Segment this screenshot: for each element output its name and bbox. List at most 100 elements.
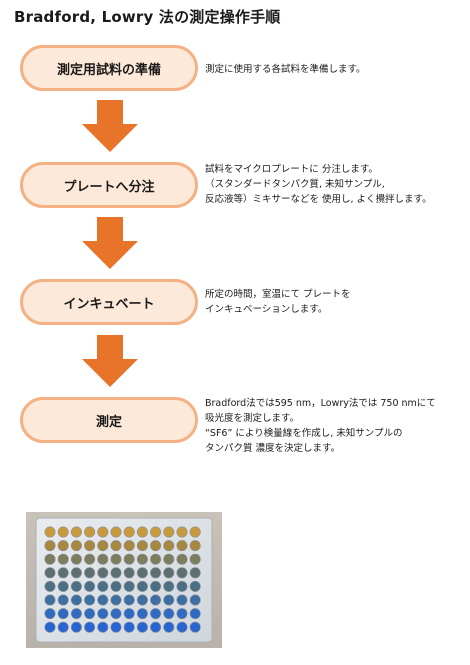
plate-well <box>110 621 122 633</box>
plate-well <box>84 540 96 552</box>
plate-well <box>70 608 82 620</box>
plate-well <box>150 526 162 538</box>
plate-well <box>163 580 175 592</box>
plate-well <box>84 553 96 565</box>
plate-well <box>136 567 148 579</box>
plate-well <box>97 608 109 620</box>
step-label: プレートへ分注 <box>63 179 155 195</box>
plate-well <box>189 553 201 565</box>
plate-well <box>57 553 69 565</box>
plate-well <box>163 553 175 565</box>
plate-well <box>136 621 148 633</box>
step-description-prepare-samples: 測定に使用する各試料を準備します。 <box>205 62 465 77</box>
plate-well <box>176 608 188 620</box>
description-line: 測定に使用する各試料を準備します。 <box>205 64 366 75</box>
plate-well <box>110 526 122 538</box>
plate-well <box>150 594 162 606</box>
plate-well <box>110 553 122 565</box>
plate-well <box>97 621 109 633</box>
plate-well <box>150 621 162 633</box>
plate-well <box>97 580 109 592</box>
down-arrow-icon <box>82 335 138 387</box>
plate-well <box>163 594 175 606</box>
plate-well <box>84 621 96 633</box>
page-title: Bradford, Lowry 法の測定操作手順 <box>14 8 281 26</box>
plate-well <box>163 621 175 633</box>
plate-well <box>70 580 82 592</box>
down-arrow-icon <box>82 100 138 152</box>
plate-well <box>44 621 56 633</box>
plate-well <box>150 608 162 620</box>
plate-well <box>57 608 69 620</box>
step-description-measure: Bradford法では595 nm，Lowry法では 750 nmにて 吸光度を… <box>205 396 465 456</box>
plate-well <box>150 567 162 579</box>
plate-well <box>136 540 148 552</box>
plate-well <box>57 621 69 633</box>
plate-well <box>70 553 82 565</box>
plate-well <box>70 594 82 606</box>
description-line: 試料をマイクロプレートに 分注します。 <box>205 164 378 175</box>
description-line: （スタンダードタンパク質, 未知サンプル, <box>205 179 385 190</box>
plate-well <box>136 526 148 538</box>
plate-well <box>44 567 56 579</box>
plate-well <box>136 553 148 565</box>
plate-well <box>84 567 96 579</box>
plate-well <box>150 580 162 592</box>
plate-well <box>70 567 82 579</box>
plate-well <box>110 580 122 592</box>
step-description-incubate: 所定の時間，室温にて プレートを インキュベーションします。 <box>205 287 465 317</box>
plate-well <box>136 594 148 606</box>
step-box-measure: 測定 <box>20 397 198 443</box>
description-line: 反応液等）ミキサーなどを 使用し, よく攪拌します。 <box>205 194 432 205</box>
plate-well <box>97 526 109 538</box>
plate-well <box>189 608 201 620</box>
description-line: Bradford法では595 nm，Lowry法では 750 nmにて <box>205 398 436 409</box>
plate-well <box>110 594 122 606</box>
microplate-photo-icon <box>26 512 222 648</box>
plate-well <box>189 621 201 633</box>
plate-well <box>97 594 109 606</box>
plate-well <box>176 526 188 538</box>
plate-well <box>123 567 135 579</box>
plate-well <box>44 526 56 538</box>
plate-well <box>44 594 56 606</box>
plate-well <box>189 567 201 579</box>
description-line: タンパク質 濃度を決定します。 <box>205 443 341 454</box>
plate-well <box>163 608 175 620</box>
plate-well <box>57 594 69 606</box>
plate-well <box>136 608 148 620</box>
plate-well <box>163 526 175 538</box>
plate-well <box>84 594 96 606</box>
description-line: 吸光度を測定します。 <box>205 413 300 424</box>
plate-well <box>110 540 122 552</box>
plate-well <box>189 594 201 606</box>
plate-well <box>176 580 188 592</box>
plate-well <box>150 540 162 552</box>
plate-well <box>123 580 135 592</box>
plate-well <box>70 526 82 538</box>
plate-well <box>123 608 135 620</box>
plate-well <box>57 540 69 552</box>
step-label: インキュベート <box>63 296 155 312</box>
plate-well <box>123 594 135 606</box>
plate-well <box>84 608 96 620</box>
plate-well <box>123 553 135 565</box>
down-arrow-icon <box>82 217 138 269</box>
plate-well <box>176 567 188 579</box>
plate-well <box>44 580 56 592</box>
plate-well <box>189 540 201 552</box>
plate-well <box>189 526 201 538</box>
step-box-incubate: インキュベート <box>20 279 198 325</box>
plate-well <box>123 621 135 633</box>
step-label: 測定 <box>95 414 122 430</box>
description-line: “SF6” により検量線を作成し, 未知サンプルの <box>205 428 403 439</box>
step-box-dispense-plate: プレートへ分注 <box>20 162 198 208</box>
plate-well <box>136 580 148 592</box>
plate-well <box>110 567 122 579</box>
plate-well <box>44 540 56 552</box>
plate-well <box>163 540 175 552</box>
description-line: 所定の時間，室温にて プレートを <box>205 289 351 300</box>
plate-well <box>176 594 188 606</box>
plate-well <box>189 580 201 592</box>
plate-well <box>44 608 56 620</box>
